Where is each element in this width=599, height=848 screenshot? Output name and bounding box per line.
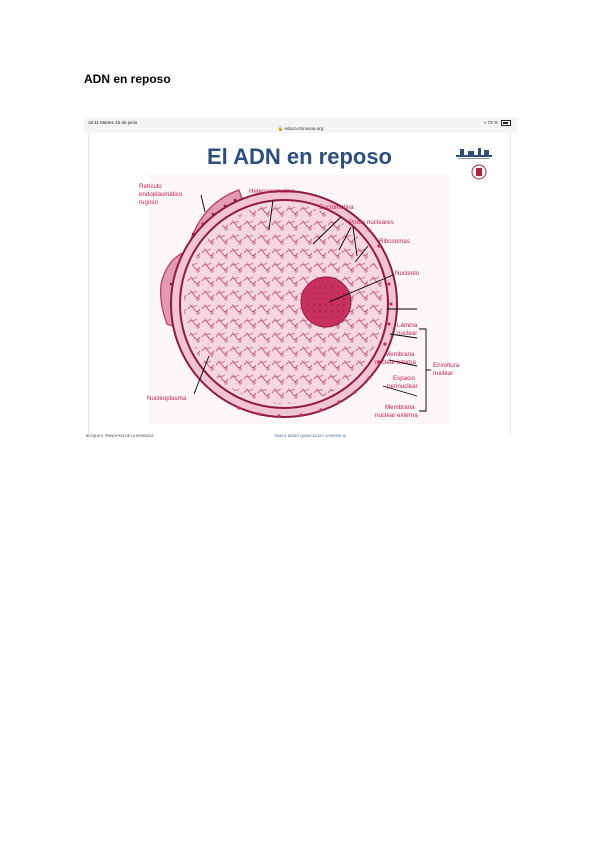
label-lamina-2: nuclear (397, 330, 417, 337)
url-bar[interactable]: 🔒 educa.rtonsuna.org (277, 126, 324, 131)
screenshot-frame: 18:11 Martes 15 de junio 🔒 educa.rtonsun… (84, 117, 517, 441)
slide-title: El ADN en reposo (207, 144, 392, 169)
battery-icon (501, 120, 511, 126)
label-nucleoplasma: Nucleoplasma (147, 395, 187, 402)
label-espacio-1: Espacio (393, 375, 416, 382)
label-nucleolo: Nucleolo (395, 270, 420, 277)
wifi-icon: ≈ (483, 120, 487, 126)
slide: El ADN en reposo (88, 134, 511, 434)
label-lamina-1: Lámina (397, 322, 418, 329)
label-poros: Poros nucleares (349, 219, 394, 226)
chromatin (184, 204, 384, 404)
label-ribosomas: Ribosomas (379, 238, 410, 245)
label-envoltura-2: nuclear (433, 370, 453, 377)
label-rer-3: rugoso (139, 199, 158, 206)
status-time: 18:11 Martes 15 de junio (88, 120, 138, 125)
page-heading: ADN en reposo (84, 72, 171, 86)
ribosome-dots (237, 228, 393, 418)
status-indicators: ≈ 73 % (484, 120, 511, 126)
university-logo (471, 164, 487, 180)
label-rer-1: Retículo (139, 183, 162, 190)
label-membrana-externa-2: nuclear externa (375, 412, 418, 419)
nucleus-diagram: Retículo endoplasmático rugoso Heterocro… (139, 174, 460, 424)
url-text: educa.rtonsuna.org (284, 126, 324, 131)
label-envoltura-1: Envoltura (433, 362, 460, 369)
institution-logo (456, 148, 492, 159)
slide-footer-center[interactable]: TEMA 3. BASES QUÍMICAS DE LA HERENCIA (274, 434, 346, 438)
label-rer-2: endoplasmático (139, 191, 183, 198)
battery-level: 73 % (487, 120, 498, 126)
status-bar: 18:11 Martes 15 de junio 🔒 educa.rtonsun… (84, 117, 517, 133)
label-espacio-2: perinuclear (387, 383, 418, 390)
label-eucromatina: Eucromatina (319, 204, 354, 211)
label-heterocromatina: Heterocromatina (249, 188, 295, 195)
label-membrana-externa-1: Membrana (385, 404, 415, 411)
label-membrana-interna-1: Membrana (385, 351, 415, 358)
label-membrana-interna-2: nuclear interna (375, 359, 416, 366)
slide-footer-left: BLOQUE II. PRINCIPIOS DE LA HERENCIA (86, 434, 154, 438)
